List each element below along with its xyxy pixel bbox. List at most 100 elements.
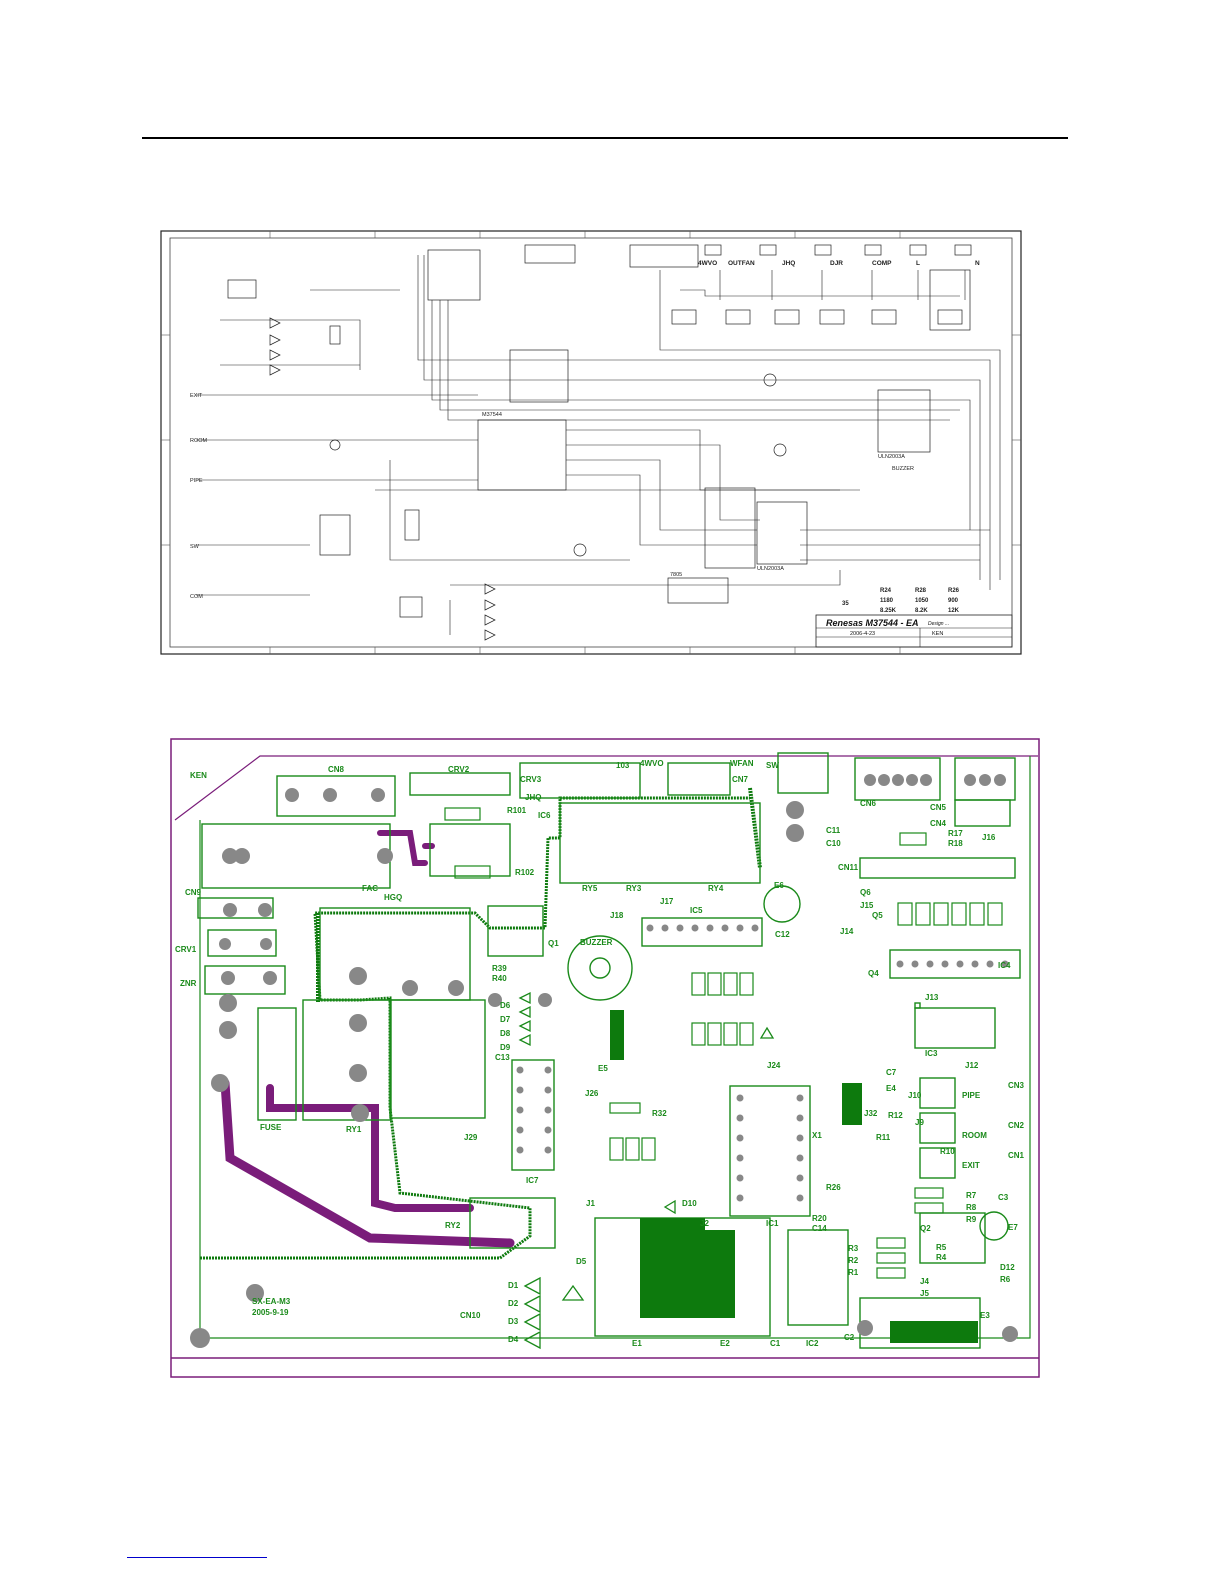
pcb-label: E7 <box>1008 1223 1018 1232</box>
ic-label: M37544 <box>482 412 502 418</box>
pcb-label: CRV2 <box>448 765 470 774</box>
pcb-label: 103 <box>616 761 630 770</box>
pcb-label: RY5 <box>582 884 598 893</box>
header-rule <box>142 137 1068 139</box>
pcb-label: D5 <box>576 1257 587 1266</box>
sensor-label: SW <box>190 544 200 550</box>
pcb-label: R10 <box>940 1147 955 1156</box>
pcb-label: J12 <box>965 1061 979 1070</box>
svg-text:900: 900 <box>948 598 959 604</box>
circuit-schematic: 4WVO OUTFAN JHQ DJR COMP L N <box>160 230 1022 655</box>
svg-text:12K: 12K <box>948 608 960 614</box>
pcb-label: IC4 <box>998 961 1011 970</box>
ic-label: 7805 <box>670 572 682 578</box>
pcb-label: Q2 <box>920 1224 931 1233</box>
pcb-label: R32 <box>652 1109 667 1118</box>
pcb-label: R102 <box>515 868 535 877</box>
resistor-table: 35 R24 R28 R26 1180 1050 900 8.25K 8.2K … <box>842 588 960 614</box>
pcb-layout: KEN CN8 CRV2 CRV3 JHQ R101 103 4WVO WFAN… <box>170 738 1040 1378</box>
pcb-label: CN10 <box>460 1311 481 1320</box>
pcb-label: R26 <box>826 1183 841 1192</box>
pcb-label: HGQ <box>384 893 402 902</box>
pcb-label: WFAN <box>730 759 754 768</box>
pcb-label: RY2 <box>445 1221 461 1230</box>
pcb-label: J4 <box>920 1277 929 1286</box>
pcb-label: J17 <box>660 897 674 906</box>
svg-text:1050: 1050 <box>915 598 929 604</box>
pcb-label: D10 <box>682 1199 697 1208</box>
pcb-label: E6 <box>774 881 784 890</box>
svg-text:35: 35 <box>842 601 849 607</box>
pcb-label: CN6 <box>860 799 877 808</box>
pcb-label: FUSE <box>260 1123 282 1132</box>
sensor-label: PIPE <box>190 478 203 484</box>
pcb-label: CN2 <box>1008 1121 1025 1130</box>
pcb-label: J14 <box>840 927 854 936</box>
board-code: SX-EA-M3 <box>252 1297 291 1306</box>
pcb-label: D3 <box>508 1317 519 1326</box>
pcb-label: Q4 <box>868 969 879 978</box>
sensor-label: EXIT <box>190 393 203 399</box>
pcb-label: R2 <box>848 1256 859 1265</box>
relay-label: L <box>916 260 920 267</box>
pcb-label: EXIT <box>962 1161 980 1170</box>
pcb-label: J15 <box>860 901 874 910</box>
pcb-label: C3 <box>998 1193 1009 1202</box>
pcb-label: C2 <box>844 1333 855 1342</box>
pcb-label: CN9 <box>185 888 202 897</box>
pcb-label: RY4 <box>708 884 724 893</box>
pcb-label: R18 <box>948 839 963 848</box>
pcb-label: R1 <box>848 1268 859 1277</box>
pcb-label: CN11 <box>838 863 859 872</box>
ic-label: BUZZER <box>892 466 914 472</box>
pcb-label: R20 <box>812 1214 827 1223</box>
relay-label: OUTFAN <box>728 260 755 267</box>
pcb-label: Q5 <box>872 911 883 920</box>
pcb-label: E4 <box>886 1084 896 1093</box>
svg-text:8.2K: 8.2K <box>915 608 928 614</box>
svg-text:R28: R28 <box>915 588 927 594</box>
svg-text:R24: R24 <box>880 588 892 594</box>
pcb-label: IC1 <box>766 1219 779 1228</box>
pcb-label: C12 <box>775 930 790 939</box>
pcb-label: J24 <box>767 1061 781 1070</box>
pcb-label: C7 <box>886 1068 897 1077</box>
pcb-label: CN4 <box>930 819 947 828</box>
pcb-label: KEN <box>190 771 207 780</box>
relay-label: N <box>975 260 980 267</box>
pcb-label: E5 <box>598 1064 608 1073</box>
pcb-label: IC6 <box>538 811 551 820</box>
svg-text:8.25K: 8.25K <box>880 608 897 614</box>
pcb-label: R7 <box>966 1191 977 1200</box>
pcb-label: J18 <box>610 911 624 920</box>
pcb-label: JHQ <box>525 793 541 802</box>
pcb-label: R101 <box>507 806 527 815</box>
pcb-label: R4 <box>936 1253 947 1262</box>
pcb-label: J16 <box>982 833 996 842</box>
pcb-label: IC5 <box>690 906 703 915</box>
pcb-label: C13 <box>495 1053 510 1062</box>
pcb-label: J2 <box>700 1219 709 1228</box>
pcb-label: C11 <box>826 826 841 835</box>
pcb-label: D1 <box>508 1281 519 1290</box>
pcb-label: R17 <box>948 829 963 838</box>
pcb-label: D2 <box>508 1299 519 1308</box>
svg-text:KEN: KEN <box>932 631 943 637</box>
pcb-label: Q6 <box>860 888 871 897</box>
pcb-label: R3 <box>848 1244 859 1253</box>
sensor-label: COM <box>190 594 203 600</box>
pcb-label: ZNR <box>180 979 197 988</box>
relay-label: JHQ <box>782 260 795 267</box>
pcb-label: CRV1 <box>175 945 197 954</box>
schematic-title: Renesas M37544 - EA <box>826 618 919 628</box>
pcb-label: J29 <box>464 1133 478 1142</box>
svg-text:2006-4-23: 2006-4-23 <box>850 631 875 637</box>
relay-label: DJR <box>830 260 843 267</box>
pcb-label: J26 <box>585 1089 599 1098</box>
pcb-label: CRV3 <box>520 775 542 784</box>
pcb-label: R8 <box>966 1203 977 1212</box>
pcb-label: R9 <box>966 1215 977 1224</box>
pcb-label: R12 <box>888 1111 903 1120</box>
pcb-label: R5 <box>936 1243 947 1252</box>
pcb-label: E2 <box>720 1339 730 1348</box>
